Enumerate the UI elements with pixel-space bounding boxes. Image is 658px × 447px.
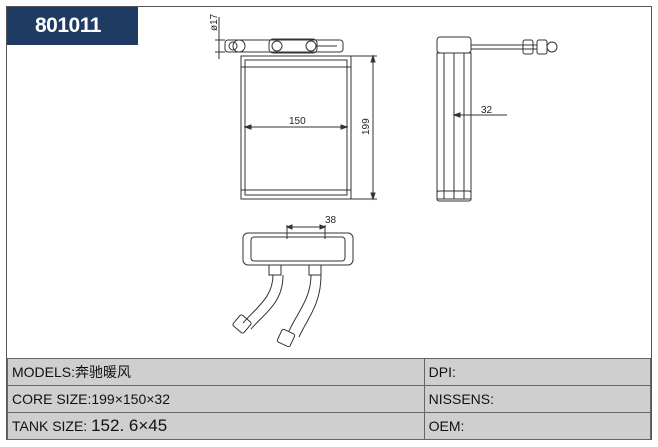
part-number-badge: 801011	[7, 7, 138, 45]
side-view	[436, 36, 558, 202]
tank-size-value: 152. 6×45	[91, 416, 168, 435]
dpi-cell: DPI:	[423, 358, 652, 386]
dpi-label: DPI:	[428, 364, 456, 380]
spec-row-core-size: CORE SIZE:199×150×32 NISSENS:	[7, 385, 652, 413]
core-size-value: 199×150×32	[91, 391, 170, 407]
oem-cell: OEM:	[423, 412, 652, 440]
pipe-end-left	[232, 39, 246, 53]
dim-pipe-spacing: 38	[325, 215, 337, 226]
spec-row-models: MODELS:奔驰暖风 DPI:	[7, 358, 652, 386]
top-pipe-assembly	[224, 39, 344, 53]
core-size-cell: CORE SIZE:199×150×32	[7, 385, 425, 413]
dim-core-depth: 32	[481, 105, 493, 116]
tank-size-cell: TANK SIZE: 152. 6×45	[7, 412, 425, 440]
spec-sheet: ø17 150 199 32 38 801011 MODELS:奔驰暖风 DPI…	[6, 6, 652, 440]
front-view	[215, 17, 377, 201]
core-front	[240, 55, 352, 200]
tank-size-label: TANK SIZE:	[12, 418, 92, 434]
technical-drawing: ø17 150 199 32 38	[209, 13, 558, 348]
top-view	[232, 224, 354, 348]
nissens-cell: NISSENS:	[423, 385, 652, 413]
nissens-label: NISSENS:	[428, 391, 495, 407]
models-cell: MODELS:奔驰暖风	[7, 358, 425, 386]
spec-row-tank-size: TANK SIZE: 152. 6×45 OEM:	[7, 412, 652, 440]
dim-core-height: 199	[361, 118, 372, 135]
oem-label: OEM:	[428, 418, 465, 434]
models-value: 奔驰暖风	[75, 365, 132, 381]
models-label: MODELS:	[12, 364, 76, 380]
spec-table: MODELS:奔驰暖风 DPI: CORE SIZE:199×150×32 NI…	[7, 358, 652, 440]
dim-tube-diameter: ø17	[209, 13, 220, 31]
core-size-label: CORE SIZE:	[12, 391, 92, 407]
dim-core-width: 150	[289, 116, 306, 127]
